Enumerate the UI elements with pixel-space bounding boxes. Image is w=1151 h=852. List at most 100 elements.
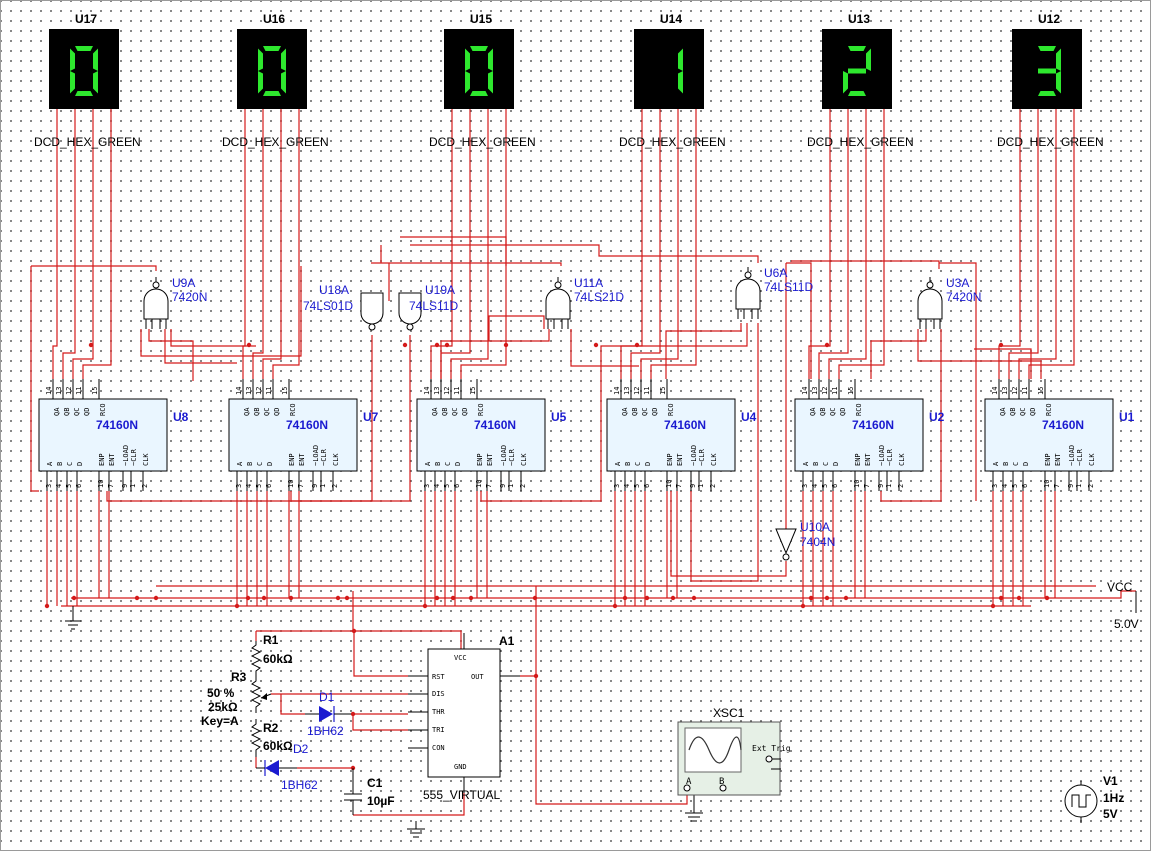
svg-text:12: 12 xyxy=(443,387,451,395)
r2-value: 60kΩ xyxy=(263,739,293,753)
counter-74160[interactable]: 74160NU214QA13QB12QC11QD15RCO3A4B5C6D10E… xyxy=(794,379,945,491)
v1-ref: V1 xyxy=(1103,774,1118,788)
svg-text:ENT: ENT xyxy=(676,453,684,466)
vcc-label: VCC xyxy=(1107,580,1133,594)
resistor-r2[interactable]: R2 60kΩ xyxy=(250,719,293,757)
svg-text:3: 3 xyxy=(235,484,243,488)
svg-text:QD: QD xyxy=(273,408,281,416)
svg-text:14: 14 xyxy=(423,387,431,395)
svg-text:QC: QC xyxy=(1019,408,1027,416)
counter-74160[interactable]: 74160NU714QA13QB12QC11QD15RCO3A4B5C6D10E… xyxy=(228,379,379,491)
capacitor-c1[interactable]: C1 10µF xyxy=(344,768,395,815)
svg-text:4: 4 xyxy=(623,484,631,488)
scope-ext-trig: Ext Trig xyxy=(752,744,791,753)
counter-model: 74160N xyxy=(664,418,706,432)
svg-text:2: 2 xyxy=(897,484,905,488)
svg-text:10: 10 xyxy=(853,480,861,488)
svg-text:C: C xyxy=(444,462,452,466)
svg-text:QD: QD xyxy=(839,408,847,416)
svg-text:~LOAD: ~LOAD xyxy=(500,445,508,466)
svg-text:5: 5 xyxy=(65,484,73,488)
svg-text:CLK: CLK xyxy=(142,453,150,466)
svg-text:QC: QC xyxy=(451,408,459,416)
d1-ref: D1 xyxy=(319,690,335,704)
timer-pin-rst: RST xyxy=(432,673,445,681)
svg-text:9: 9 xyxy=(311,484,319,488)
svg-text:ENT: ENT xyxy=(108,453,116,466)
gate-model: 74LS11D xyxy=(409,299,458,313)
svg-text:15: 15 xyxy=(469,387,477,395)
display-ref: U14 xyxy=(660,12,682,26)
svg-text:14: 14 xyxy=(613,387,621,395)
svg-text:C: C xyxy=(822,462,830,466)
resistor-r1[interactable]: R1 60kΩ xyxy=(250,633,293,676)
svg-text:5: 5 xyxy=(633,484,641,488)
svg-text:6: 6 xyxy=(75,484,83,488)
gate-ref: U9A xyxy=(172,276,195,290)
timer-pin-thr: THR xyxy=(432,708,445,716)
oscilloscope-xsc1[interactable]: XSC1 Ext Trig A B xyxy=(677,706,791,796)
svg-text:D: D xyxy=(644,462,652,466)
svg-text:C: C xyxy=(634,462,642,466)
svg-text:13: 13 xyxy=(1001,387,1009,395)
svg-text:2: 2 xyxy=(1087,484,1095,488)
svg-text:5: 5 xyxy=(821,484,829,488)
gate-ref: U3A xyxy=(946,276,969,290)
svg-text:10: 10 xyxy=(665,480,673,488)
svg-text:D: D xyxy=(76,462,84,466)
timer-555[interactable]: A1 555_VIRTUAL VCC RST OUT DIS THR TRI C… xyxy=(408,633,520,802)
svg-text:13: 13 xyxy=(245,387,253,395)
svg-text:15: 15 xyxy=(847,387,855,395)
vcc-supply[interactable]: VCC 5.0V xyxy=(1107,580,1139,631)
svg-text:3: 3 xyxy=(423,484,431,488)
scope-ch-a: A xyxy=(686,777,692,787)
scope-ch-b: B xyxy=(719,777,724,787)
svg-text:B: B xyxy=(812,462,820,466)
svg-text:7: 7 xyxy=(485,484,493,488)
svg-text:13: 13 xyxy=(811,387,819,395)
counter-74160[interactable]: 74160NU114QA13QB12QC11QD15RCO3A4B5C6D10E… xyxy=(984,379,1135,491)
svg-text:11: 11 xyxy=(643,387,651,395)
clock-source-v1[interactable]: V1 1Hz 5V xyxy=(1064,774,1124,823)
svg-text:15: 15 xyxy=(281,387,289,395)
potentiometer-r3[interactable]: R3 50 % 25kΩ Key=A xyxy=(201,670,272,728)
diode-d1[interactable]: D1 1BH62 xyxy=(305,690,351,738)
svg-text:14: 14 xyxy=(991,387,999,395)
svg-text:D: D xyxy=(266,462,274,466)
components: U17DCD_HEX_GREENU16DCD_HEX_GREENU15DCD_H… xyxy=(34,12,1135,561)
svg-text:~LOAD: ~LOAD xyxy=(122,445,130,466)
svg-text:QC: QC xyxy=(263,408,271,416)
timer-pin-gnd: GND xyxy=(454,763,467,771)
svg-text:CLK: CLK xyxy=(1088,453,1096,466)
gate-ref: U10A xyxy=(800,520,830,534)
display-model: DCD_HEX_GREEN xyxy=(429,135,536,149)
counter-74160[interactable]: 74160NU814QA13QB12QC11QD15RCO3A4B5C6D10E… xyxy=(38,379,189,491)
diode-d2[interactable]: D2 1BH62 xyxy=(256,742,318,792)
svg-text:12: 12 xyxy=(633,387,641,395)
svg-text:2: 2 xyxy=(709,484,717,488)
r3-setting: 50 % xyxy=(207,686,235,700)
display-model: DCD_HEX_GREEN xyxy=(619,135,726,149)
counter-74160[interactable]: 74160NU414QA13QB12QC11QD15RCO3A4B5C6D10E… xyxy=(606,379,757,491)
display-ref: U13 xyxy=(848,12,870,26)
display-digit xyxy=(465,46,493,96)
gate-model: 74LS21D xyxy=(574,290,624,304)
svg-text:QC: QC xyxy=(829,408,837,416)
svg-text:3: 3 xyxy=(801,484,809,488)
svg-text:QA: QA xyxy=(243,407,251,416)
svg-text:~CLR: ~CLR xyxy=(320,448,328,466)
counter-74160[interactable]: 74160NU514QA13QB12QC11QD15RCO3A4B5C6D10E… xyxy=(416,379,567,491)
r1-ref: R1 xyxy=(263,633,279,647)
counter-model: 74160N xyxy=(286,418,328,432)
svg-text:11: 11 xyxy=(265,387,273,395)
